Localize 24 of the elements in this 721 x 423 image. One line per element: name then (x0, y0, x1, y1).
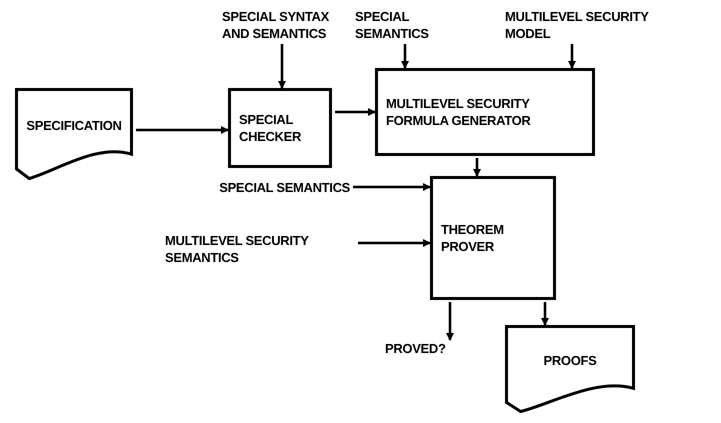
box-label: MULTILEVEL SECURITY FORMULA GENERATOR (386, 95, 532, 129)
input-label: SPECIAL SEMANTICS (210, 179, 350, 197)
arrow (401, 44, 409, 69)
arrow (278, 44, 286, 89)
box-label: SPECIAL CHECKER (239, 111, 302, 145)
arrow (353, 183, 431, 191)
input-label: PROVED? (385, 340, 461, 358)
arrow (541, 302, 549, 326)
document-label: PROOFS (544, 352, 596, 370)
arrow (446, 302, 454, 341)
process-box (375, 68, 595, 156)
arrow (358, 239, 431, 247)
box-label: THEOREM PROVER (441, 221, 505, 255)
arrow (473, 158, 481, 177)
arrow (335, 108, 376, 116)
input-label: MULTILEVEL SECURITY SEMANTICS (165, 232, 355, 266)
document-label: SPECIFICATION (26, 116, 122, 135)
process-box (430, 176, 556, 300)
arrow (568, 44, 576, 69)
process-box (228, 88, 332, 168)
arrow (136, 126, 229, 134)
input-label: MULTILEVEL SECURITY MODEL (505, 8, 685, 42)
input-label: SPECIAL SEMANTICS (355, 8, 455, 42)
input-label: SPECIAL SYNTAX AND SEMANTICS (222, 8, 350, 42)
